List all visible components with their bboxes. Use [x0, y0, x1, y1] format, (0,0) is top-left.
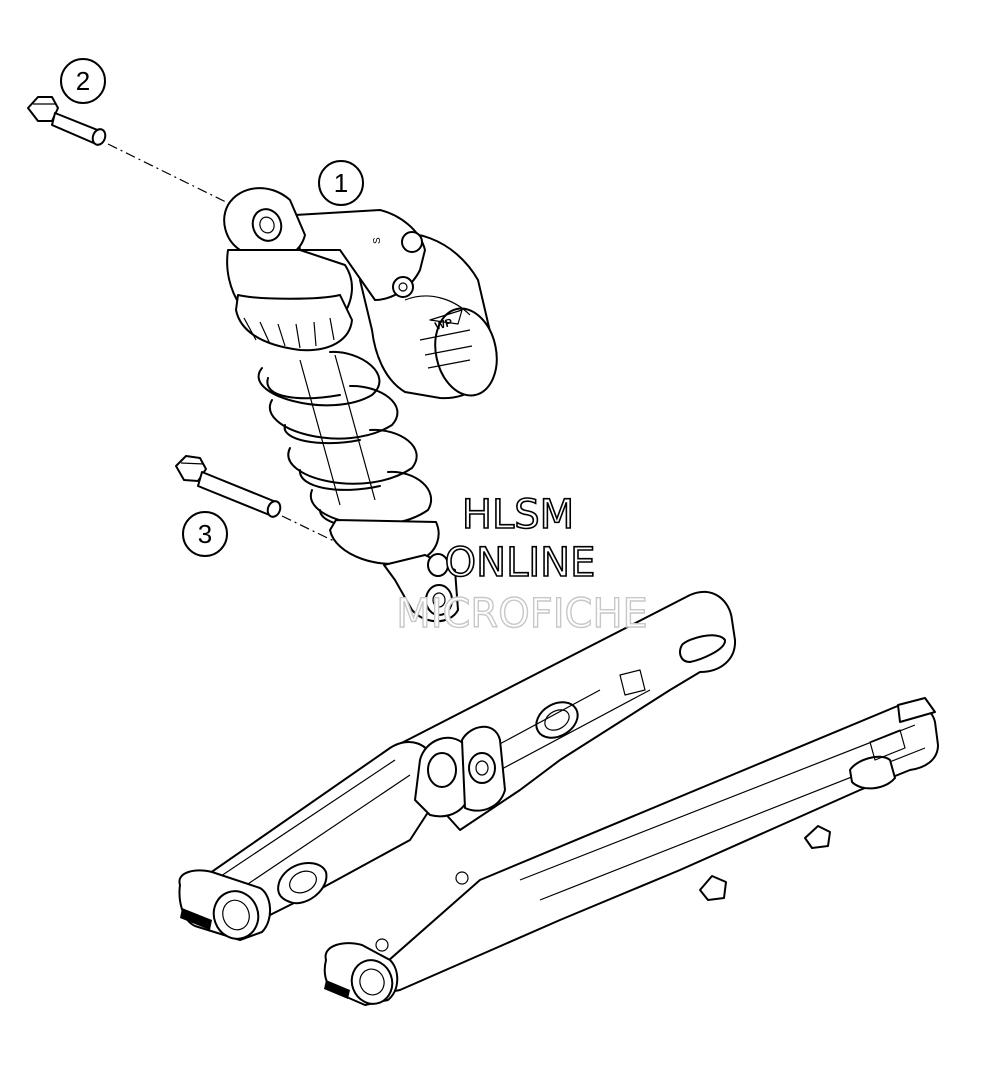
bolt-3[interactable] — [175, 455, 282, 519]
watermark-line-1: HLSM — [462, 492, 574, 538]
callout-3[interactable]: 3 — [182, 511, 228, 557]
callout-3-circle — [182, 511, 228, 557]
swingarm[interactable] — [178, 590, 939, 1010]
bolt-2[interactable] — [27, 96, 107, 147]
callout-2[interactable]: 2 — [60, 58, 106, 104]
bolt-2-axis-line — [107, 143, 233, 206]
watermark-line-2: ONLINE — [445, 540, 596, 586]
shock-absorber[interactable]: WP S — [223, 187, 504, 623]
watermark: HLSM ONLINE MICROFICHE — [395, 491, 648, 638]
reservoir-logo: WP — [434, 317, 454, 333]
callout-2-label: 2 — [76, 66, 90, 96]
callout-1-circle — [318, 160, 364, 206]
side-mark: S — [372, 237, 383, 244]
callout-1-label: 1 — [334, 168, 348, 198]
watermark-line-3: MICROFICHE — [396, 591, 648, 637]
callout-1[interactable]: 1 — [318, 160, 364, 206]
callout-2-circle — [60, 58, 106, 104]
callout-3-label: 3 — [198, 519, 212, 549]
